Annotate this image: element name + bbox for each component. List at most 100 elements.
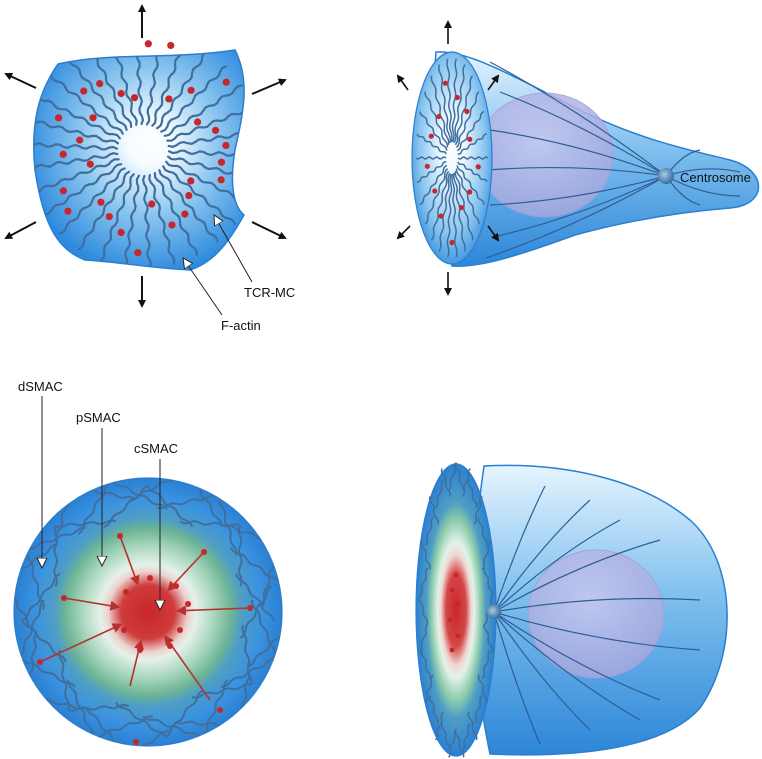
f-actin-fiber: [415, 156, 447, 160]
actin-mesh-fiber: [440, 468, 451, 497]
tcr-microcluster: [187, 86, 195, 94]
f-actin-fiber: [419, 111, 448, 151]
actin-mesh-fiber: [461, 722, 471, 752]
tcr-microcluster: [475, 164, 481, 170]
f-actin-fiber: [167, 149, 245, 158]
actin-mesh-fiber: [424, 516, 434, 546]
microcluster: [177, 627, 183, 633]
tcr-microcluster: [449, 239, 455, 246]
actin-mesh-fiber: [434, 479, 445, 509]
psmac-label: pSMAC: [76, 410, 121, 425]
actin-mesh-fiber: [77, 481, 111, 535]
f-actin-fiber: [457, 161, 488, 183]
actin-mesh-fiber: [129, 478, 184, 502]
f-actin-fiber: [160, 65, 228, 133]
synapse-face-side: [415, 463, 497, 757]
microcluster: [133, 739, 139, 745]
microtubule: [485, 175, 667, 259]
f-actin-fiber: [430, 75, 450, 145]
actin-mesh-fiber: [420, 541, 431, 570]
f-actin-fiber: [141, 174, 152, 269]
f-actin-label: F-actin: [221, 318, 261, 333]
tcr-microcluster: [148, 200, 156, 208]
actin-mesh-fiber: [191, 683, 252, 699]
microcluster: [449, 587, 455, 593]
f-actin-fiber: [446, 58, 453, 143]
actin-mesh-fiber: [146, 485, 194, 528]
nucleus: [476, 92, 614, 218]
f-actin-fiber: [156, 50, 209, 130]
csmac-label: cSMAC: [134, 441, 178, 456]
tcr-microcluster: [144, 40, 152, 48]
arrow-lower-left: [4, 221, 37, 239]
face-tcr-microclusters: [424, 80, 481, 246]
panel-mature-synapse: dSMAC pSMAC cSMAC: [13, 379, 283, 747]
f-actin-fiber: [457, 156, 489, 160]
actin-mesh-fiber: [481, 650, 491, 680]
tcr-microcluster: [117, 89, 125, 98]
tcr-microcluster: [432, 188, 438, 194]
actin-mesh-fiber: [434, 711, 445, 741]
tcr-microcluster: [97, 198, 105, 206]
f-actin-fiber: [145, 50, 163, 126]
microcluster: [117, 533, 123, 539]
f-actin-fiber: [158, 169, 219, 243]
microcluster: [449, 647, 455, 653]
f-actin-fiber: [148, 174, 176, 265]
microcluster: [123, 589, 129, 595]
centrosome: [658, 168, 674, 184]
tcr-microcluster: [424, 163, 430, 169]
face-f-actin-fibers: [415, 58, 489, 258]
microcluster: [455, 601, 461, 607]
tcr-microcluster: [89, 114, 97, 122]
actin-mesh-fiber: [473, 695, 483, 725]
actin-mesh-fiber: [467, 711, 478, 741]
microtubule: [489, 175, 667, 206]
microcluster: [447, 617, 453, 623]
f-actin-fiber: [454, 75, 474, 146]
arrow-face-upper-right: [487, 74, 500, 91]
microtubule: [493, 519, 621, 613]
panel-mature-cell-side: [415, 462, 728, 758]
f-actin-fiber: [36, 95, 121, 140]
actin-mesh-fiber: [419, 623, 429, 653]
tcr-microcluster: [165, 95, 173, 103]
tcr-microcluster: [59, 187, 67, 195]
tcr-microcluster: [130, 94, 139, 102]
tcr-microcluster: [187, 177, 195, 185]
f-actin-fiber: [33, 152, 119, 171]
tcr-microcluster: [211, 126, 220, 134]
tcr-microcluster: [464, 108, 470, 115]
f-actin-fiber: [455, 168, 480, 225]
actin-mesh-fiber: [229, 547, 281, 584]
actin-mesh-fiber: [95, 715, 153, 738]
tcr-microcluster: [55, 114, 63, 122]
f-actin-fiber: [77, 170, 130, 251]
actin-mesh-fiber: [429, 496, 439, 525]
actin-mesh-fiber: [239, 585, 273, 639]
tcr-microcluster: [428, 133, 434, 139]
tcr-microcluster: [80, 87, 88, 95]
microtubule: [489, 129, 667, 177]
radial-f-actin-fibers: [33, 50, 245, 269]
microcluster: [201, 549, 207, 555]
tcr-microcluster: [467, 189, 473, 195]
transport-arrow: [119, 535, 140, 586]
arrow-right: [251, 221, 287, 239]
f-actin-fiber: [67, 57, 128, 131]
actin-mesh-fiber: [157, 494, 218, 510]
tcr-microcluster: [86, 160, 94, 168]
tcr-microcluster: [168, 221, 176, 229]
actin-mesh-fiber: [85, 706, 127, 746]
actin-mesh-fiber: [448, 462, 458, 492]
microcluster: [121, 627, 127, 633]
actin-mesh-fiber: [477, 517, 488, 546]
tcr-microcluster: [458, 204, 464, 211]
microcluster: [247, 605, 253, 611]
microtubule: [493, 611, 541, 745]
f-actin-fiber: [165, 160, 245, 205]
microcluster: [173, 583, 179, 589]
arrow-face-lower-right: [487, 225, 500, 242]
f-actin-fiber: [451, 58, 458, 143]
f-actin-fiber: [424, 91, 449, 148]
